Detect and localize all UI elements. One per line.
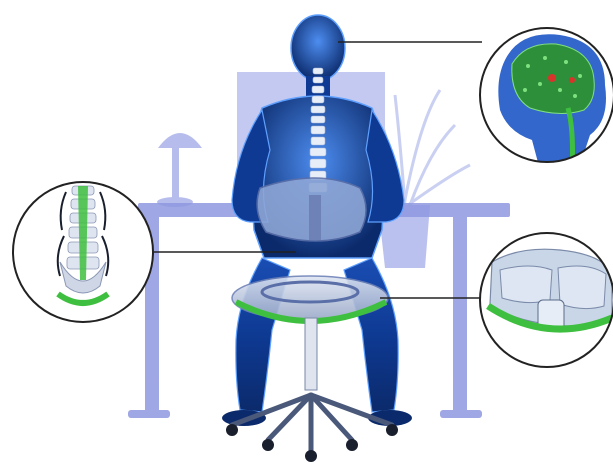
seat-callout [480, 233, 613, 367]
brain-callout [480, 28, 613, 170]
spine-callout [13, 182, 153, 322]
desk-lamp [157, 133, 202, 207]
